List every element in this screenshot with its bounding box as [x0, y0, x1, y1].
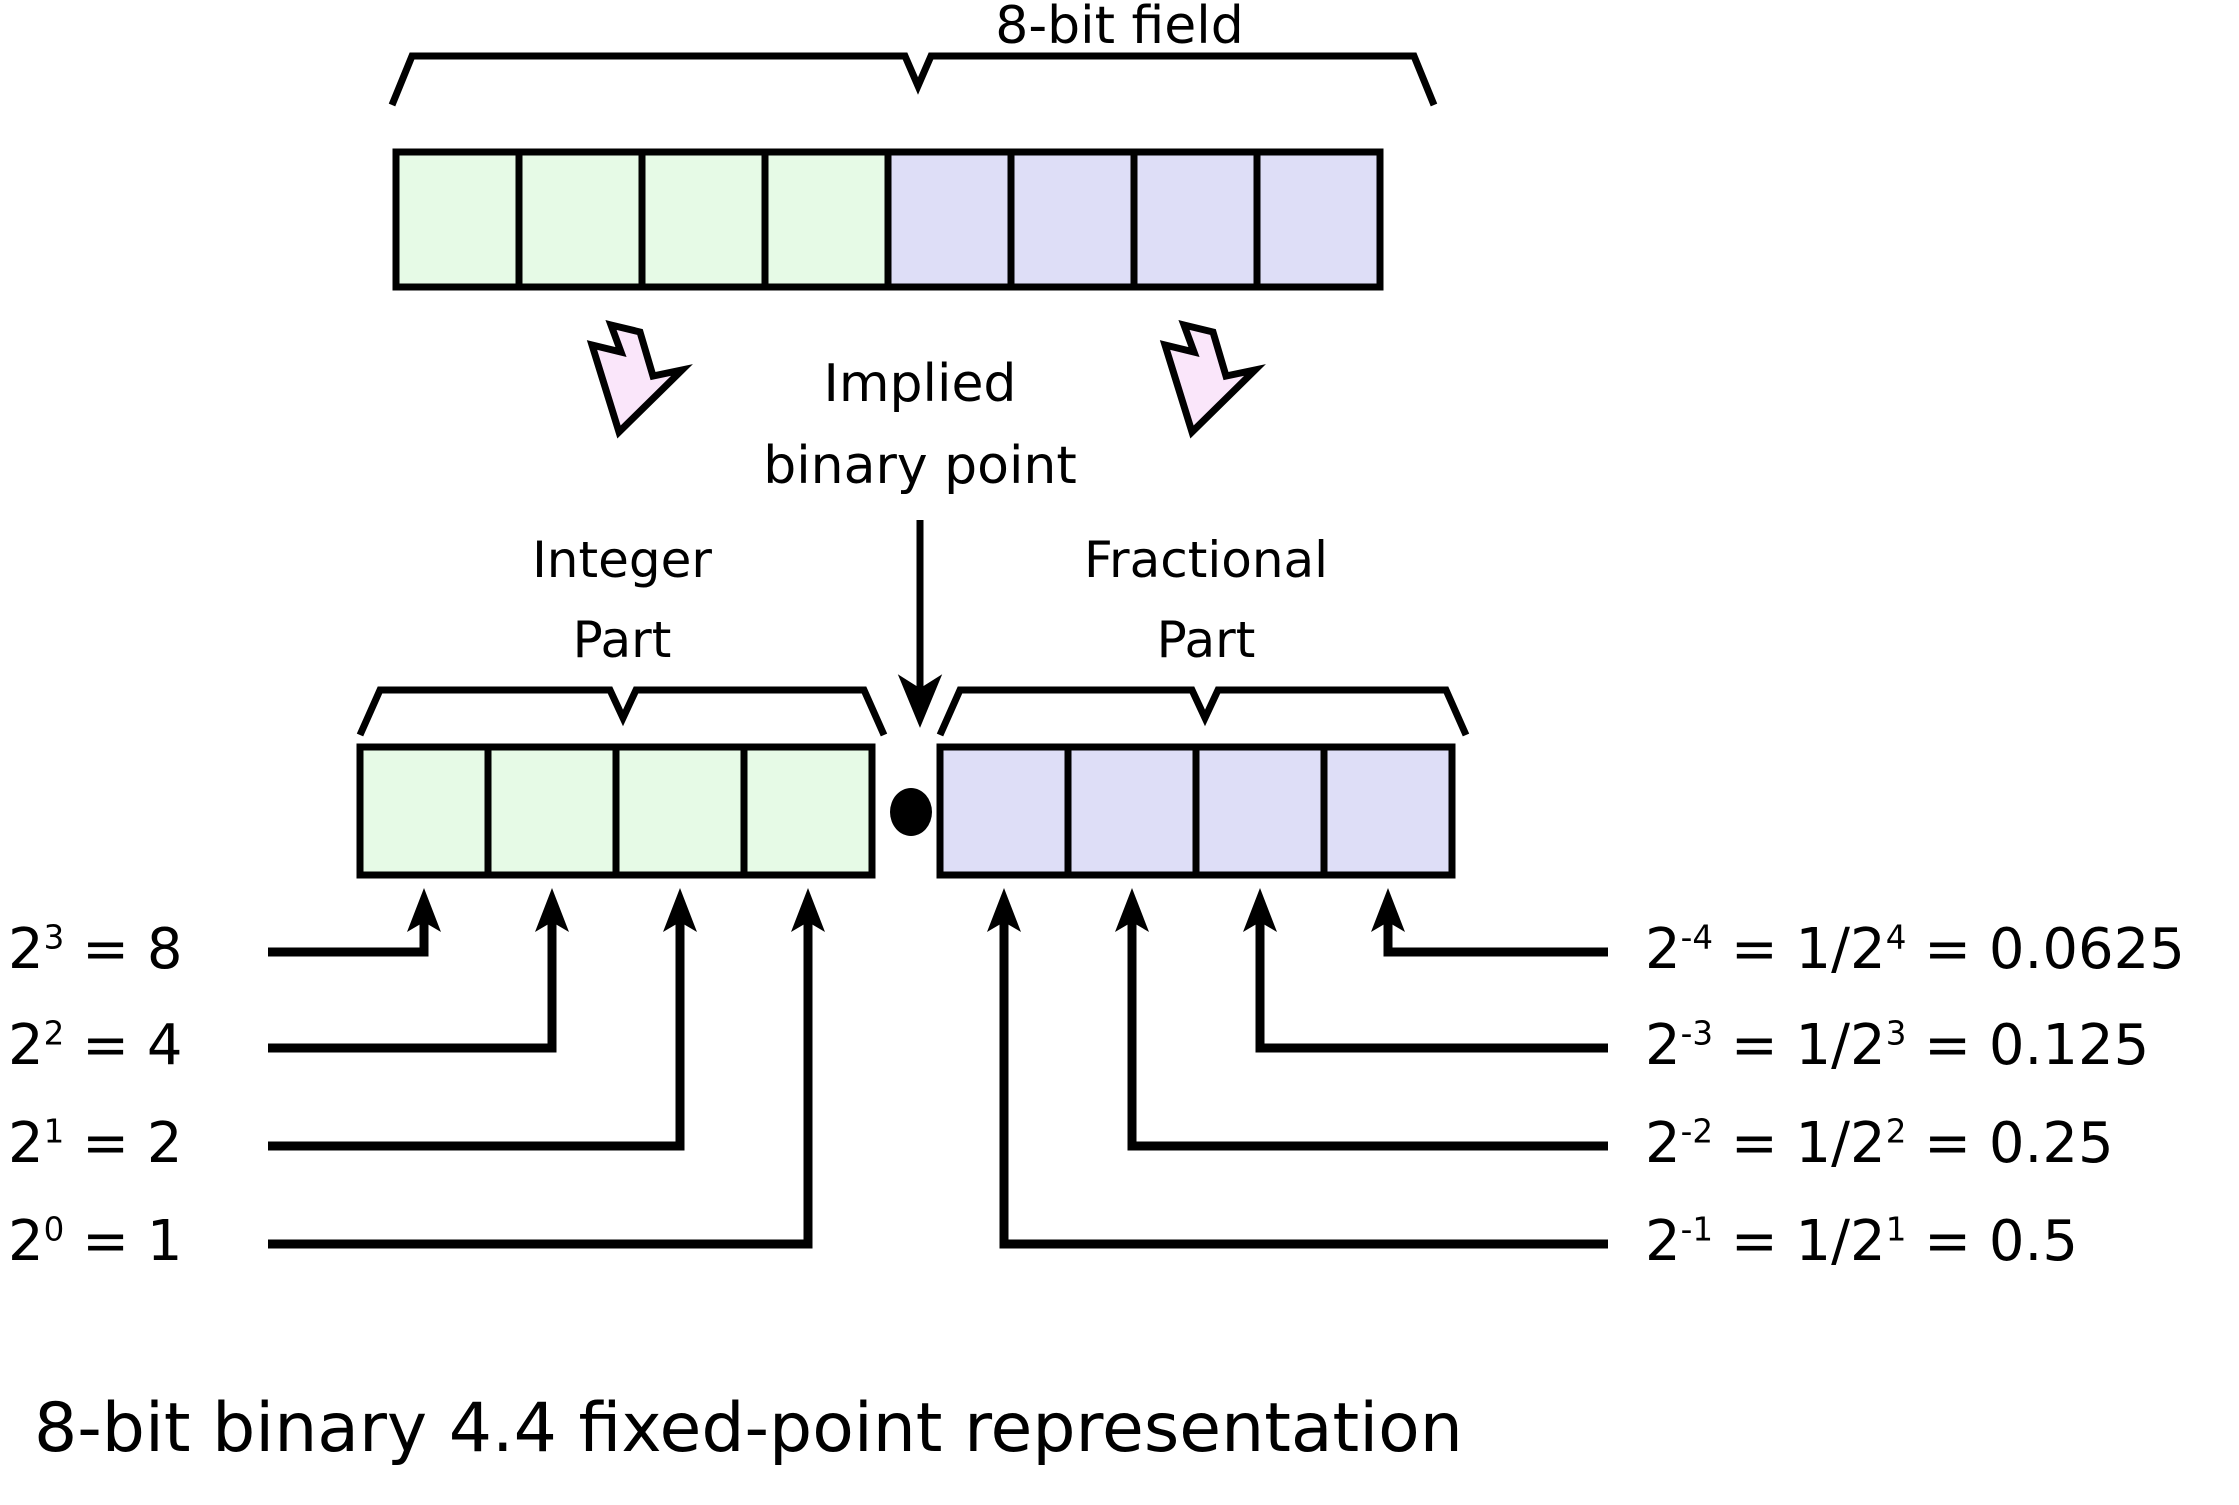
integer-weight-4-base: 2: [8, 1013, 44, 1078]
top-bit-cell-4: [884, 148, 1015, 291]
fractional-weight-0p5: 2-1 = 1/21 = 0.5: [1645, 1213, 2078, 1270]
leader-fractional-0p125: [1243, 888, 1608, 1053]
fractional-weight-0p25: 2-2 = 1/22 = 0.25: [1645, 1115, 2114, 1172]
fractional-part-label-line2: Part: [1156, 611, 1256, 669]
integer-weight-2: 21 = 2: [8, 1115, 182, 1172]
integer-weight-8: 23 = 8: [8, 921, 182, 978]
fractional-weight-0p25-fraction-exponent: 2: [1885, 1112, 1907, 1151]
fractional-weight-0p5-fraction: = 1/2: [1730, 1209, 1886, 1274]
integer-part-bracket: [356, 686, 888, 737]
top-bit-cell-0: [392, 148, 523, 291]
fractional-weight-0p25-base: 2: [1645, 1111, 1681, 1176]
integer-bit-row: [356, 743, 876, 879]
implied-point-label-line2: binary point: [763, 436, 1077, 496]
integer-bit-cell-3: [740, 743, 876, 879]
fractional-weight-0p0625-value: = 0.0625: [1924, 917, 2185, 982]
fractional-bit-cell-1: [1064, 743, 1200, 879]
integer-weight-4: 22 = 4: [8, 1017, 182, 1074]
fractional-weight-0p125-fraction-exponent: 3: [1885, 1014, 1907, 1053]
fractional-bit-cell-0: [936, 743, 1072, 879]
binary-point-dot: [890, 788, 932, 836]
top-field-title: 8-bit field: [995, 0, 1244, 56]
implied-point-label-line1: Implied: [823, 354, 1017, 414]
integer-part-label-line2: Part: [572, 611, 672, 669]
integer-weight-8-base: 2: [8, 917, 44, 982]
fractional-bit-cell-2: [1192, 743, 1328, 879]
fractional-weight-0p25-fraction: = 1/2: [1730, 1111, 1886, 1176]
fractional-split-arrow-icon: [1159, 320, 1266, 439]
top-field-bracket: [388, 52, 1438, 107]
leader-fractional-0p0625: [1371, 888, 1608, 957]
integer-bit-cell-0: [356, 743, 492, 879]
top-bit-row: [392, 148, 1384, 291]
diagram-caption: 8-bit binary 4.4 fixed-point representat…: [34, 1389, 1463, 1468]
leader-integer-2: [268, 888, 697, 1151]
fractional-weight-0p125-value: = 0.125: [1924, 1013, 2150, 1078]
top-bit-cell-6: [1130, 148, 1261, 291]
fractional-weight-0p0625-base: 2: [1645, 917, 1681, 982]
leader-fractional-0p5: [987, 888, 1608, 1249]
fractional-part-label-line1: Fractional: [1083, 531, 1329, 589]
leader-integer-4: [268, 888, 569, 1053]
integer-weight-2-value: = 2: [82, 1111, 183, 1176]
fractional-weight-0p5-value: = 0.5: [1924, 1209, 2078, 1274]
implied-point-arrow-icon: [897, 520, 943, 728]
fractional-weight-0p25-exponent: -2: [1680, 1112, 1714, 1151]
fractional-weight-0p0625-fraction-exponent: 4: [1885, 918, 1907, 957]
integer-split-arrow-icon: [586, 320, 693, 439]
top-bit-cell-3: [761, 148, 892, 291]
integer-bit-cell-2: [612, 743, 748, 879]
fractional-weight-0p125: 2-3 = 1/23 = 0.125: [1645, 1017, 2149, 1074]
integer-weight-8-exponent: 3: [43, 918, 65, 957]
integer-weight-1-value: = 1: [82, 1209, 183, 1274]
fractional-bit-cell-3: [1320, 743, 1456, 879]
integer-weight-1-base: 2: [8, 1209, 44, 1274]
integer-bit-cell-1: [484, 743, 620, 879]
integer-weight-4-exponent: 2: [43, 1014, 65, 1053]
fractional-part-bracket: [936, 686, 1470, 737]
leader-integer-1: [268, 888, 825, 1249]
top-bit-cell-2: [638, 148, 769, 291]
integer-weight-2-base: 2: [8, 1111, 44, 1176]
fractional-weight-0p125-exponent: -3: [1680, 1014, 1714, 1053]
fractional-weight-0p5-exponent: -1: [1680, 1210, 1714, 1249]
fractional-weight-0p25-value: = 0.25: [1924, 1111, 2114, 1176]
fractional-weight-0p125-fraction: = 1/2: [1730, 1013, 1886, 1078]
leader-fractional-0p25: [1115, 888, 1608, 1151]
fractional-weight-0p125-base: 2: [1645, 1013, 1681, 1078]
integer-weight-2-exponent: 1: [43, 1112, 65, 1151]
leader-integer-8: [268, 888, 441, 957]
fractional-bit-row: [936, 743, 1456, 879]
integer-weight-1: 20 = 1: [8, 1213, 182, 1270]
integer-weight-4-value: = 4: [82, 1013, 183, 1078]
fractional-weight-0p5-base: 2: [1645, 1209, 1681, 1274]
fractional-weight-0p5-fraction-exponent: 1: [1885, 1210, 1907, 1249]
top-bit-cell-1: [515, 148, 646, 291]
top-bit-cell-5: [1007, 148, 1138, 291]
top-bit-cell-7: [1253, 148, 1384, 291]
fractional-weight-0p0625-exponent: -4: [1680, 918, 1714, 957]
integer-weight-8-value: = 8: [82, 917, 183, 982]
fractional-weight-0p0625-fraction: = 1/2: [1730, 917, 1886, 982]
integer-part-label-line1: Integer: [532, 531, 712, 589]
fractional-weight-0p0625: 2-4 = 1/24 = 0.0625: [1645, 921, 2185, 978]
integer-weight-1-exponent: 0: [43, 1210, 65, 1249]
